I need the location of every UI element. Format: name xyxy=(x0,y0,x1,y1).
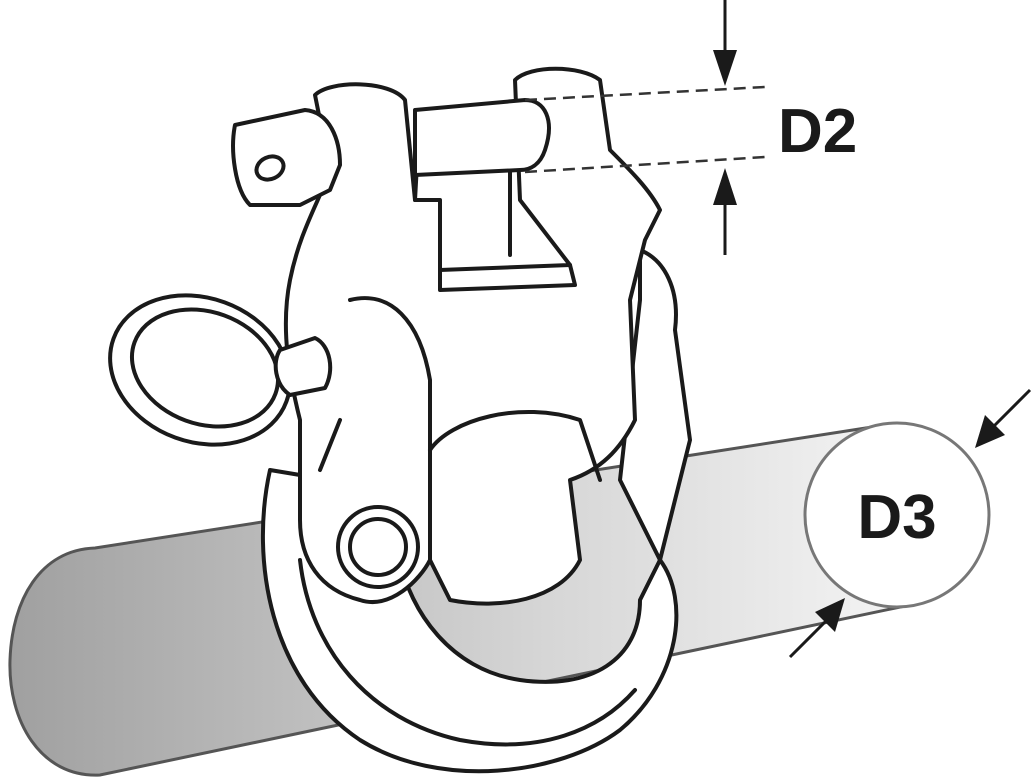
hinge-bolt xyxy=(336,505,420,589)
rod-end: D3 xyxy=(803,421,991,609)
top-pin xyxy=(231,98,551,207)
pull-ring xyxy=(108,293,333,447)
d2-label: D2 xyxy=(778,97,857,166)
d3-label: D3 xyxy=(857,483,936,552)
d3-dimension xyxy=(788,388,1032,659)
d2-dimension: D2 xyxy=(524,0,857,255)
